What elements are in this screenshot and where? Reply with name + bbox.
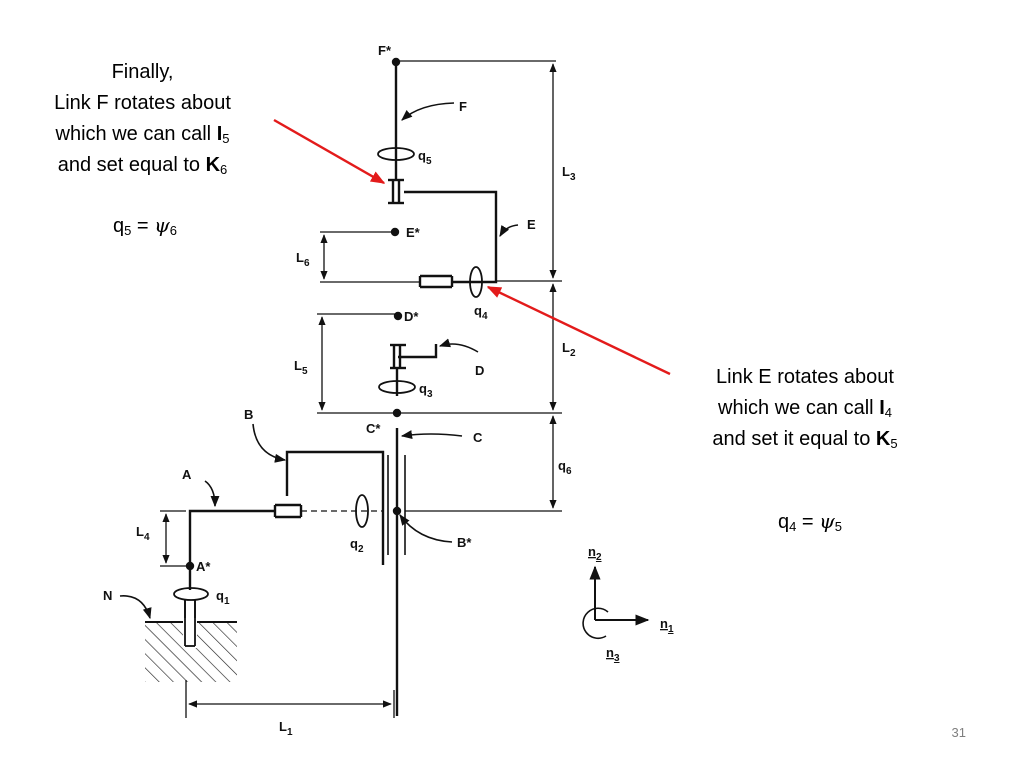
svg-text:L2: L2: [562, 340, 576, 359]
right-note-line2: which we can call I4: [718, 397, 892, 420]
svg-text:L5: L5: [294, 358, 308, 377]
right-note-line3: and set it equal to K5: [712, 428, 898, 451]
label-l3: L: [562, 164, 570, 179]
left-note-line3: which we can call I5: [55, 123, 230, 146]
left-equation: q5 = ψ6: [112, 213, 178, 238]
svg-text:q5: q5: [418, 148, 432, 167]
label-n3: n: [606, 645, 614, 660]
axes-indicator: [582, 565, 650, 640]
svg-text:q2: q2: [350, 536, 364, 555]
svg-text:L1: L1: [279, 719, 293, 738]
left-annotation: Finally, Link F rotates about which we c…: [20, 57, 265, 181]
label-l1: L: [279, 719, 287, 734]
diagram-labels: F* F q5 L3 E E* L6 q4 L2 D* L5 D q3 C* C…: [103, 43, 674, 738]
svg-text:n3: n3: [606, 645, 620, 664]
label-e-star: E*: [406, 225, 421, 240]
label-n1: n: [660, 616, 668, 631]
right-annotation: Link E rotates about which we can call I…: [680, 362, 930, 455]
svg-text:L4: L4: [136, 524, 150, 543]
label-q5: q: [418, 148, 426, 163]
right-equation: q4 = ψ5: [777, 509, 843, 534]
svg-text:L3: L3: [562, 164, 576, 183]
svg-text:n1: n1: [660, 616, 674, 635]
label-l4: L: [136, 524, 144, 539]
label-q2: q: [350, 536, 358, 551]
ground-hatch: [145, 600, 237, 682]
label-l5: L: [294, 358, 302, 373]
label-a: A: [182, 467, 192, 482]
label-b: B: [244, 407, 253, 422]
label-q6: q: [558, 458, 566, 473]
svg-text:q3: q3: [419, 381, 433, 400]
left-note-line1: Finally,: [111, 61, 174, 83]
label-f: F: [459, 99, 467, 114]
label-c: C: [473, 430, 483, 445]
label-q3: q: [419, 381, 427, 396]
right-note-line1: Link E rotates about: [716, 366, 894, 388]
label-l6: L: [296, 250, 304, 265]
page-number: 31: [951, 725, 966, 740]
label-q4: q: [474, 303, 482, 318]
label-d-star: D*: [404, 309, 419, 324]
label-e: E: [527, 217, 536, 232]
svg-text:L6: L6: [296, 250, 310, 269]
label-b-star: B*: [457, 535, 472, 550]
label-c-star: C*: [366, 421, 381, 436]
svg-text:q1: q1: [216, 588, 230, 607]
label-d: D: [475, 363, 484, 378]
svg-text:q4: q4: [474, 303, 488, 322]
left-note-line2: Link F rotates about: [54, 92, 231, 114]
label-a-star: A*: [196, 559, 211, 574]
label-q1: q: [216, 588, 224, 603]
rotation-symbols: [173, 147, 483, 601]
pointer-arrows: [119, 102, 519, 620]
svg-text:q6: q6: [558, 458, 572, 477]
label-n2: n: [588, 544, 596, 559]
callout-arrows: [273, 118, 671, 376]
dimension-lines: [160, 60, 562, 718]
svg-text:n2: n2: [588, 544, 602, 563]
label-l2: L: [562, 340, 570, 355]
left-note-line4: and set equal to K6: [57, 154, 228, 177]
label-n: N: [103, 588, 112, 603]
label-f-star: F*: [378, 43, 392, 58]
